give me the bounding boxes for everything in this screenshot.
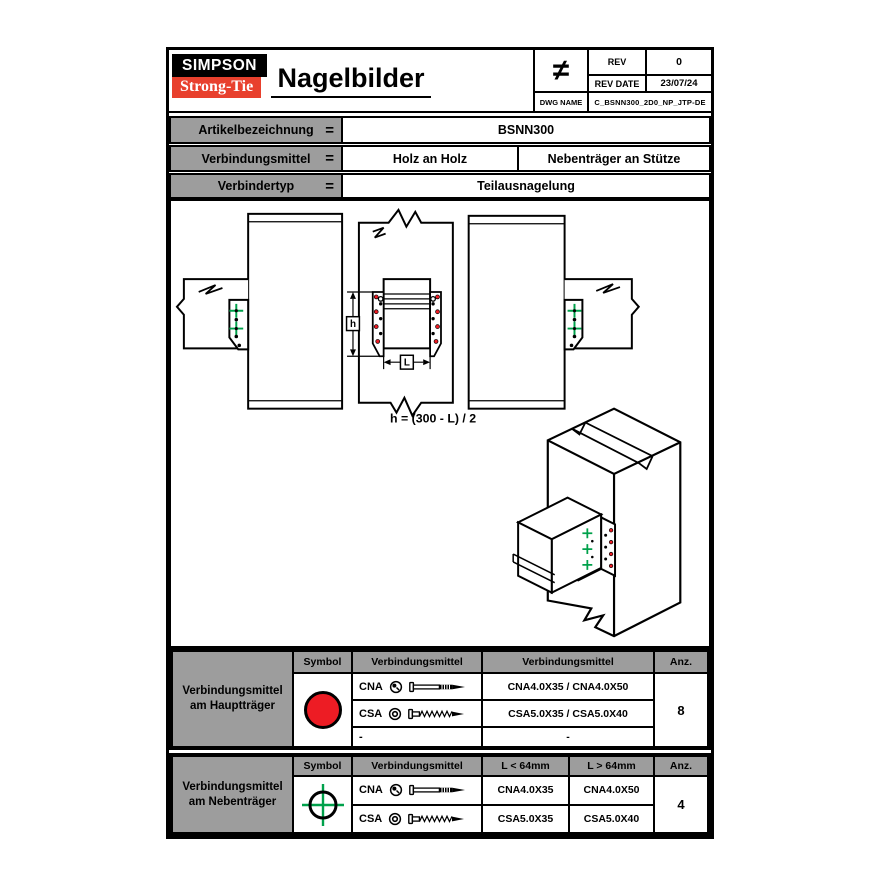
notch-break-mark [570, 421, 654, 471]
fastener-spec-long: CNA4.0X50 [569, 776, 654, 805]
info-row-verbindertyp: Verbindertyp = Teilausnagelung [169, 173, 711, 199]
table-header-symbol: Symbol [293, 756, 352, 776]
row-label-line1: Verbindungsmittel [182, 780, 283, 793]
row-label-line2: am Nebenträger [188, 795, 277, 808]
dimension-h: h [345, 291, 380, 357]
page-title: Nagelbilder [169, 63, 533, 98]
symbol-cell [293, 673, 352, 747]
dim-h-label: h [350, 319, 356, 330]
logo-simpson: SIMPSON [172, 54, 267, 77]
hanger-nail-symbols [582, 528, 614, 570]
fastener-row-cna: CNA [352, 776, 482, 805]
dimension-l: L [383, 351, 431, 370]
isometric-view [512, 407, 682, 638]
table-header-verbindungsmittel-2: Verbindungsmittel [482, 651, 654, 673]
haupttraeger-fastener-table: Verbindungsmittel am Hauptträger Symbol … [169, 648, 711, 750]
equals-sign: = [325, 150, 334, 167]
drawing-sheet: SIMPSON Strong-Tie Nagelbilder ≠ REV 0 R… [166, 47, 714, 839]
fastener-spec-short: CSA5.0X35 [482, 804, 569, 833]
verbindungsmittel-value-right: Nebenträger an Stütze [517, 147, 709, 170]
screw-head-icon [389, 707, 402, 720]
info-row-verbindungsmittel: Verbindungsmittel = Holz an Holz Nebentr… [169, 145, 711, 172]
table-header-verbindungsmittel: Verbindungsmittel [352, 756, 482, 776]
revision-block: ≠ REV 0 REV DATE 23/07/24 DWG NAME C_BSN… [533, 50, 711, 111]
verbindertyp-label-cell: Verbindertyp = [171, 175, 343, 197]
rev-date-value: 23/07/24 [645, 74, 711, 91]
break-mark-icon [595, 283, 621, 294]
side-view-right [467, 214, 641, 410]
nebentraeger-fastener-table: Verbindungsmittel am Nebenträger Symbol … [169, 753, 711, 836]
table-header-symbol: Symbol [293, 651, 352, 673]
nail-side-icon [408, 681, 465, 692]
simpson-strongtie-logo: SIMPSON Strong-Tie [172, 54, 267, 98]
technical-drawing-area: h L h = (300 - L) / 2 [169, 199, 711, 648]
nail-head-icon [389, 680, 402, 693]
artikelbezeichnung-label: Artikelbezeichnung [198, 123, 314, 137]
fastener-row-empty: - [352, 727, 482, 747]
screw-side-icon [408, 708, 465, 719]
verbindertyp-label: Verbindertyp [217, 179, 295, 193]
anzahl-value: 8 [654, 673, 708, 747]
artikelbezeichnung-value: BSNN300 [497, 123, 555, 137]
nail-side-icon [408, 785, 465, 796]
fastener-code: CSA [359, 812, 383, 825]
fastener-spec-long: CSA5.0X40 [569, 804, 654, 833]
haupttraeger-nail-symbols [373, 294, 440, 344]
rev-date-label: REV DATE [587, 74, 645, 91]
fastener-spec: CNA4.0X35 / CNA4.0X50 [482, 673, 654, 700]
front-view-center: h L h = (300 - L) / 2 [345, 208, 476, 426]
verbindertyp-value: Teilausnagelung [477, 179, 575, 193]
screw-side-icon [408, 813, 465, 824]
info-row-artikelbezeichnung: Artikelbezeichnung = BSNN300 [169, 116, 711, 144]
nebentraeger-nail-symbols [229, 303, 244, 348]
dim-formula-text: h = (300 - L) / 2 [390, 412, 476, 426]
page-title-text: Nagelbilder [271, 63, 431, 98]
rev-value: 0 [645, 50, 711, 74]
red-circle-symbol-icon [303, 691, 342, 729]
screw-head-icon [389, 812, 402, 825]
crosshair-circle-symbol-icon [301, 783, 344, 826]
verbindungsmittel-label-cell: Verbindungsmittel = [171, 147, 343, 170]
table-row-label: Verbindungsmittel am Hauptträger [172, 651, 293, 747]
rev-label: REV [587, 50, 645, 74]
artikelbezeichnung-label-cell: Artikelbezeichnung = [171, 118, 343, 142]
nebentraeger-nail-symbols [567, 303, 582, 348]
fastener-code: CNA [359, 680, 383, 693]
symbol-cell [293, 776, 352, 833]
row-label-line2: am Hauptträger [190, 700, 275, 712]
verbindungsmittel-value-left: Holz an Holz [392, 151, 468, 166]
fastener-spec: CSA5.0X35 / CSA5.0X40 [482, 700, 654, 727]
verbindungsmittel-label: Verbindungsmittel [201, 151, 311, 166]
fastener-code: CNA [359, 784, 383, 797]
equals-sign: = [325, 177, 334, 195]
dwg-name-label: DWG NAME [533, 91, 587, 111]
fastener-row-cna: CNA [352, 673, 482, 700]
fastener-spec-short: CNA4.0X35 [482, 776, 569, 805]
table-header-l-short: L < 64mm [482, 756, 569, 776]
fastener-code: CSA [359, 707, 383, 720]
title-block: SIMPSON Strong-Tie Nagelbilder ≠ REV 0 R… [169, 50, 711, 113]
break-mark-icon [198, 284, 223, 295]
fastener-row-csa: CSA [352, 700, 482, 727]
table-row-label: Verbindungsmittel am Nebenträger [172, 756, 293, 833]
technical-drawing: h L h = (300 - L) / 2 [175, 208, 682, 638]
beam-break-mark [512, 553, 556, 584]
equals-sign: = [325, 121, 334, 139]
table-header-anzahl: Anz. [654, 651, 708, 673]
hanger-plate [600, 515, 617, 578]
logo-strongtie: Strong-Tie [172, 77, 262, 98]
anzahl-value: 4 [654, 776, 708, 833]
side-view-left [175, 212, 344, 410]
fastener-spec-empty: - [482, 727, 654, 747]
nail-head-icon [389, 784, 402, 797]
table-header-anzahl: Anz. [654, 756, 708, 776]
fastener-row-csa: CSA [352, 804, 482, 833]
table-header-verbindungsmittel: Verbindungsmittel [352, 651, 482, 673]
row-label-line1: Verbindungsmittel [182, 685, 283, 698]
not-equal-icon: ≠ [533, 50, 587, 91]
dim-l-label: L [404, 358, 410, 369]
break-mark-icon [372, 226, 386, 239]
table-header-l-long: L > 64mm [569, 756, 654, 776]
dwg-name-value: C_BSNN300_2D0_NP_JTP-DE [587, 91, 711, 111]
